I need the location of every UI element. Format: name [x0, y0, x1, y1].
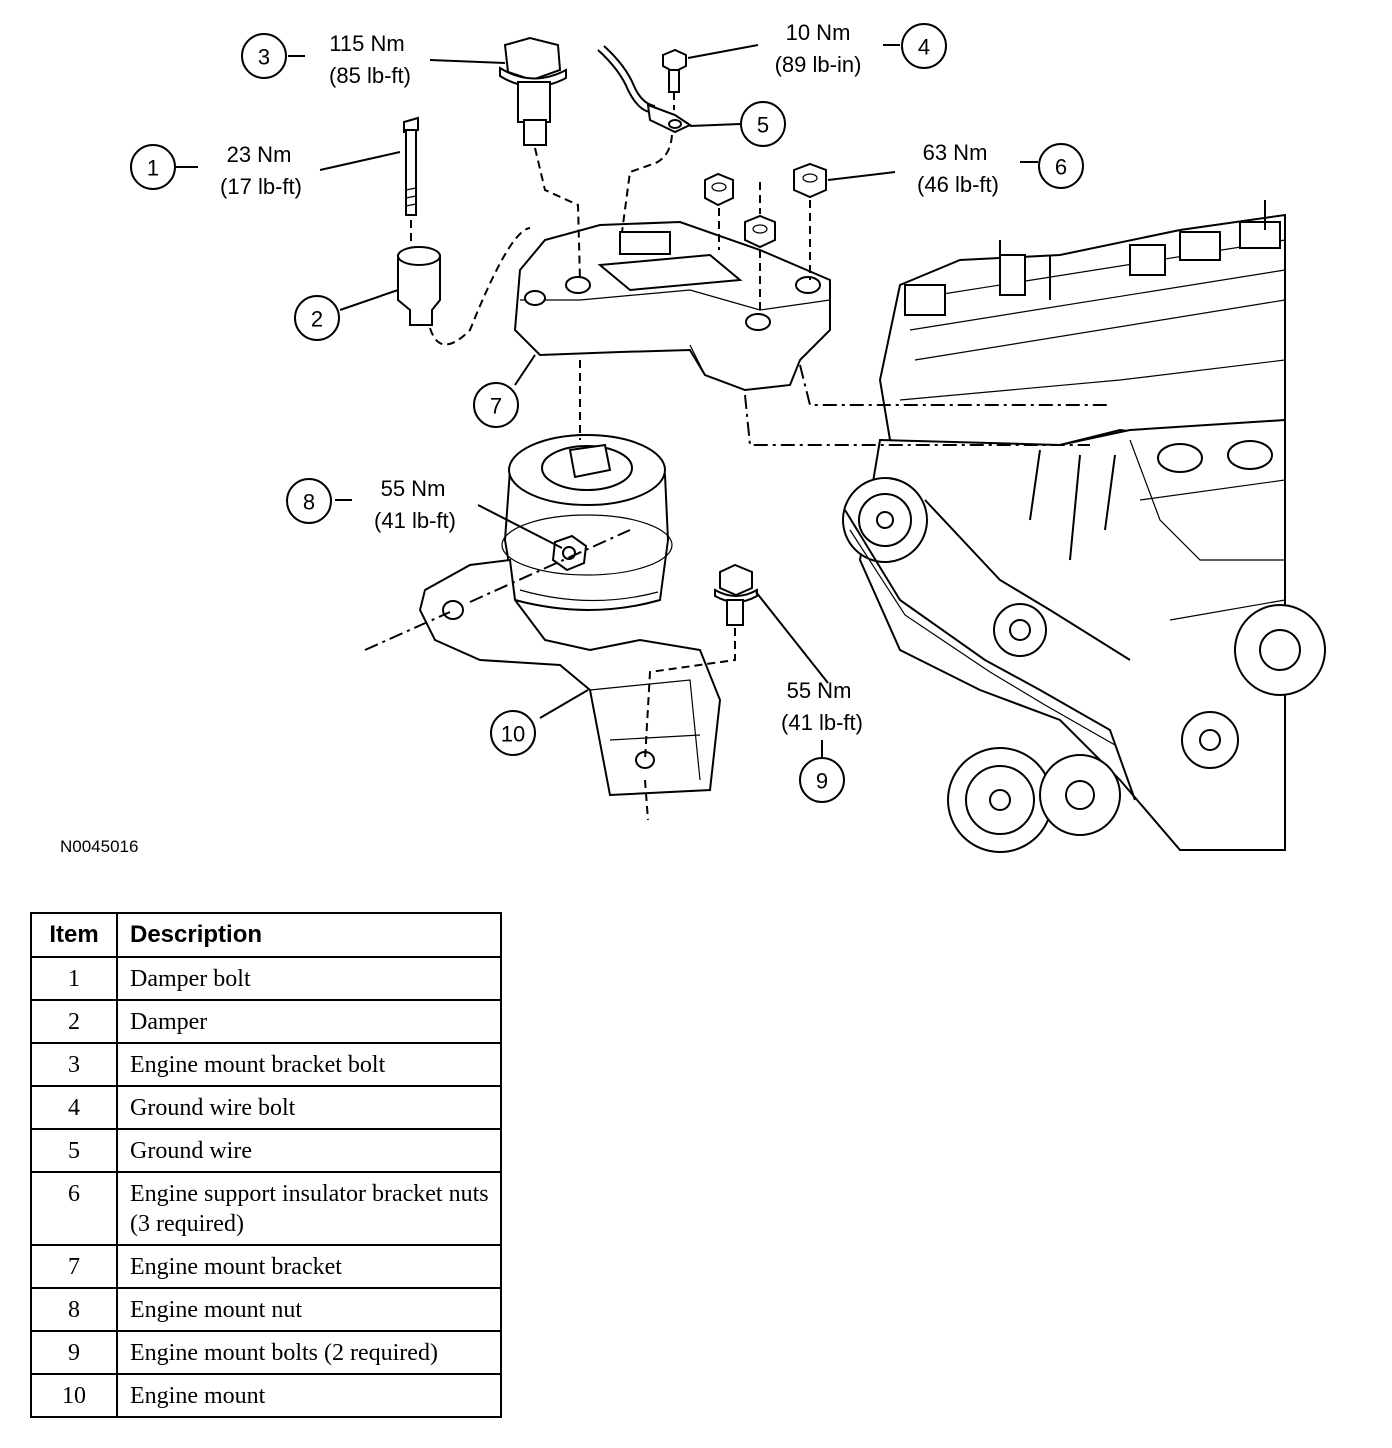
legend-item-description: Engine support insulator bracket nuts (3…	[116, 1171, 502, 1246]
callout-4-torque-imperial: (89 lb-in)	[775, 52, 862, 77]
engine-illustration	[842, 200, 1326, 853]
legend-item-description: Engine mount bracket	[116, 1244, 502, 1289]
callout-5: 5	[740, 101, 786, 147]
callout-3-number: 3	[258, 45, 270, 70]
legend-item-number: 9	[30, 1330, 118, 1375]
legend-item-number: 6	[30, 1171, 118, 1246]
figure-id: N0045016	[60, 837, 138, 856]
exploded-view-diagram: 1 23 Nm (17 lb-ft) 2 3 115 Nm (85 lb-ft)…	[60, 20, 1326, 856]
legend-item-description: Damper	[116, 999, 502, 1044]
legend-row: 6 Engine support insulator bracket nuts …	[30, 1171, 502, 1246]
callout-1-torque-imperial: (17 lb-ft)	[220, 174, 302, 199]
callout-1-torque-metric: 23 Nm	[227, 142, 292, 167]
damper-shape	[397, 246, 441, 326]
legend-item-number: 3	[30, 1042, 118, 1087]
callout-8: 8 55 Nm (41 lb-ft)	[286, 476, 456, 533]
callout-6-number: 6	[1055, 155, 1067, 180]
legend-item-number: 7	[30, 1244, 118, 1289]
callout-8-torque-metric: 55 Nm	[381, 476, 446, 501]
alignment-lines	[364, 92, 1110, 821]
legend-item-description: Engine mount bracket bolt	[116, 1042, 502, 1087]
callout-5-number: 5	[757, 113, 769, 138]
callout-3-torque-metric: 115 Nm	[329, 31, 404, 56]
callout-2: 2	[294, 295, 340, 341]
callout-1: 1 23 Nm (17 lb-ft)	[130, 142, 302, 199]
legend-item-number: 4	[30, 1085, 118, 1130]
callout-7: 7	[473, 382, 519, 428]
callout-6: 6 63 Nm (46 lb-ft)	[917, 140, 1084, 197]
legend-item-description: Engine mount	[116, 1373, 502, 1418]
legend-row: 3 Engine mount bracket bolt	[30, 1042, 502, 1087]
legend-row: 7 Engine mount bracket	[30, 1244, 502, 1289]
legend-row: 2 Damper	[30, 999, 502, 1044]
callout-9-number: 9	[816, 769, 828, 794]
legend-row: 8 Engine mount nut	[30, 1287, 502, 1332]
legend-row: 10 Engine mount	[30, 1373, 502, 1418]
legend-header-item: Item	[30, 912, 118, 958]
callout-8-torque-imperial: (41 lb-ft)	[374, 508, 456, 533]
callout-4-torque-metric: 10 Nm	[786, 20, 851, 45]
callout-7-number: 7	[490, 394, 502, 419]
legend-item-description: Engine mount bolts (2 required)	[116, 1330, 502, 1375]
leader-lines	[176, 44, 1038, 757]
parts-legend-table: Item Description 1 Damper bolt 2 Damper …	[30, 912, 502, 1418]
callout-6-torque-imperial: (46 lb-ft)	[917, 172, 999, 197]
legend-item-number: 2	[30, 999, 118, 1044]
callout-3-torque-imperial: (85 lb-ft)	[329, 63, 411, 88]
legend-row: 9 Engine mount bolts (2 required)	[30, 1330, 502, 1375]
legend-row: 5 Ground wire	[30, 1128, 502, 1173]
callout-9-torque-imperial: (41 lb-ft)	[781, 710, 863, 735]
callout-9-torque-metric: 55 Nm	[787, 678, 852, 703]
engine-mount-bracket-shape	[513, 220, 831, 392]
callout-1-number: 1	[147, 156, 159, 181]
callout-3: 3 115 Nm (85 lb-ft)	[241, 31, 411, 88]
callout-8-number: 8	[303, 490, 315, 515]
legend-item-description: Engine mount nut	[116, 1287, 502, 1332]
callout-2-number: 2	[311, 307, 323, 332]
legend-header-description: Description	[116, 912, 502, 958]
legend-item-description: Ground wire	[116, 1128, 502, 1173]
legend-item-number: 5	[30, 1128, 118, 1173]
legend-item-number: 10	[30, 1373, 118, 1418]
legend-row: 1 Damper bolt	[30, 956, 502, 1001]
legend-item-number: 1	[30, 956, 118, 1001]
legend-row: 4 Ground wire bolt	[30, 1085, 502, 1130]
callout-4-number: 4	[918, 35, 930, 60]
callout-6-torque-metric: 63 Nm	[923, 140, 988, 165]
legend-header-row: Item Description	[30, 912, 502, 958]
callout-9: 9 55 Nm (41 lb-ft)	[781, 678, 863, 803]
legend-item-description: Damper bolt	[116, 956, 502, 1001]
legend-item-description: Ground wire bolt	[116, 1085, 502, 1130]
fasteners	[403, 36, 827, 626]
callout-4: 4 10 Nm (89 lb-in)	[775, 20, 947, 77]
callout-10-number: 10	[501, 722, 525, 747]
legend-item-number: 8	[30, 1287, 118, 1332]
callout-10: 10	[490, 710, 536, 756]
engine-mount-shape	[418, 433, 722, 797]
